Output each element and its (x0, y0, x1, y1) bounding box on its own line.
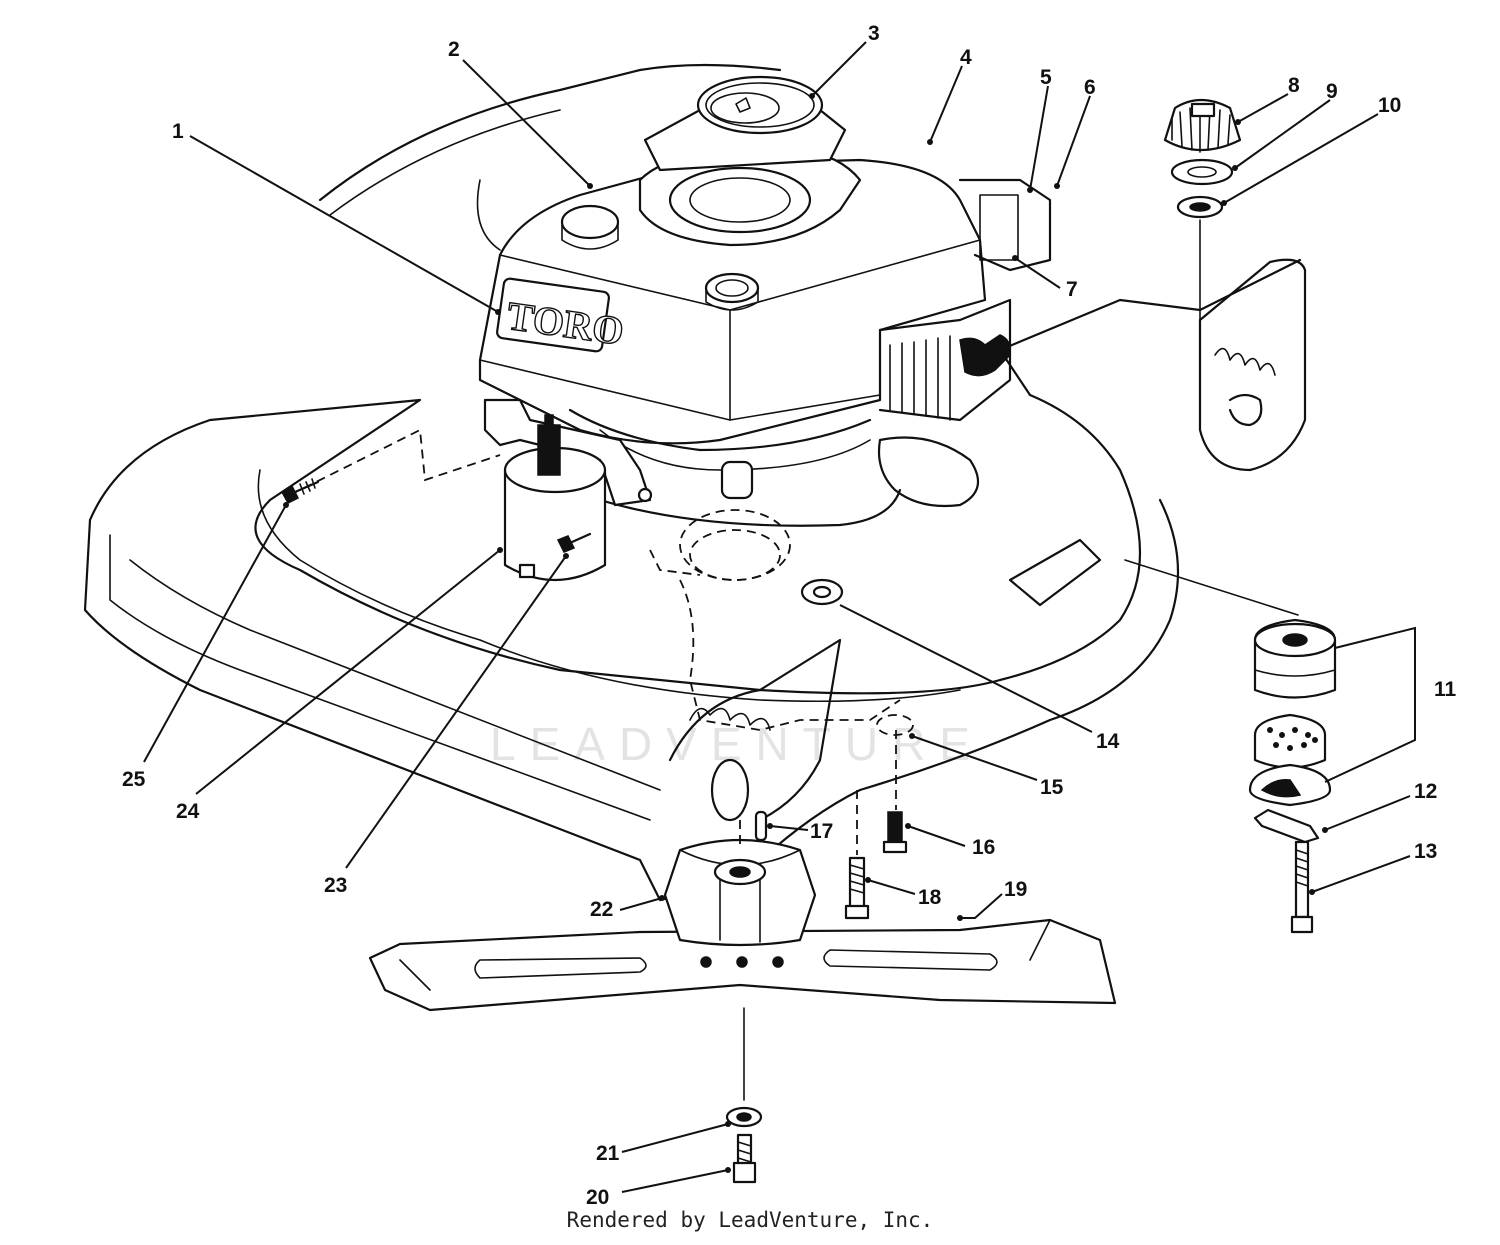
callout-9: 9 (1326, 80, 1338, 103)
wheel-adapter-11 (1248, 618, 1337, 807)
credit-line: Rendered by LeadVenture, Inc. (566, 1208, 934, 1232)
toro-logo-plate (496, 277, 610, 353)
callout-25: 25 (122, 768, 146, 791)
callout-6: 6 (1084, 76, 1096, 99)
callout-22: 22 (590, 898, 613, 921)
washer-21 (725, 1106, 763, 1128)
callout-24: 24 (176, 800, 200, 823)
screw-25 (280, 478, 320, 504)
callout-3: 3 (868, 22, 880, 45)
callout-numbers: 1 2 3 4 5 6 7 8 9 10 11 12 13 14 15 16 1… (122, 22, 1457, 1209)
screw-23 (556, 532, 592, 553)
bolt-20 (732, 1133, 757, 1184)
plate-12 (1253, 808, 1320, 844)
callout-17: 17 (810, 820, 833, 843)
key-pin-17 (754, 810, 768, 842)
mower-deck (83, 63, 1307, 902)
callout-15: 15 (1040, 776, 1064, 799)
recoil-starter (696, 75, 824, 135)
callout-13: 13 (1414, 840, 1437, 863)
bolt-16 (882, 811, 908, 854)
callout-2: 2 (448, 38, 460, 61)
dashed-leader-25 (289, 428, 501, 496)
electric-starter-motor (483, 398, 653, 581)
callout-21: 21 (596, 1142, 620, 1165)
callout-16: 16 (972, 836, 995, 859)
mower-blade-19 (368, 918, 1117, 1012)
callout-10: 10 (1378, 94, 1401, 117)
callout-23: 23 (324, 874, 347, 897)
washer-9 (1170, 158, 1234, 186)
bolt-18 (844, 856, 870, 920)
callout-7: 7 (1066, 278, 1078, 301)
callout-4: 4 (960, 46, 972, 69)
washer-10 (1176, 195, 1224, 219)
leader-lines (143, 41, 1416, 1193)
callout-18: 18 (918, 886, 942, 909)
blade-adapter-22 (663, 838, 817, 947)
callout-12: 12 (1414, 780, 1437, 803)
callout-8: 8 (1288, 74, 1300, 97)
callout-5: 5 (1040, 66, 1052, 89)
callout-20: 20 (586, 1186, 609, 1209)
callout-19: 19 (1004, 878, 1027, 901)
callout-14: 14 (1096, 730, 1120, 753)
engine: TORO (478, 75, 1052, 527)
bolt-13 (1290, 840, 1314, 934)
axis-line-11 (1124, 559, 1299, 616)
knob-8 (1163, 98, 1242, 153)
callout-1: 1 (172, 120, 184, 143)
callout-11: 11 (1434, 678, 1457, 701)
